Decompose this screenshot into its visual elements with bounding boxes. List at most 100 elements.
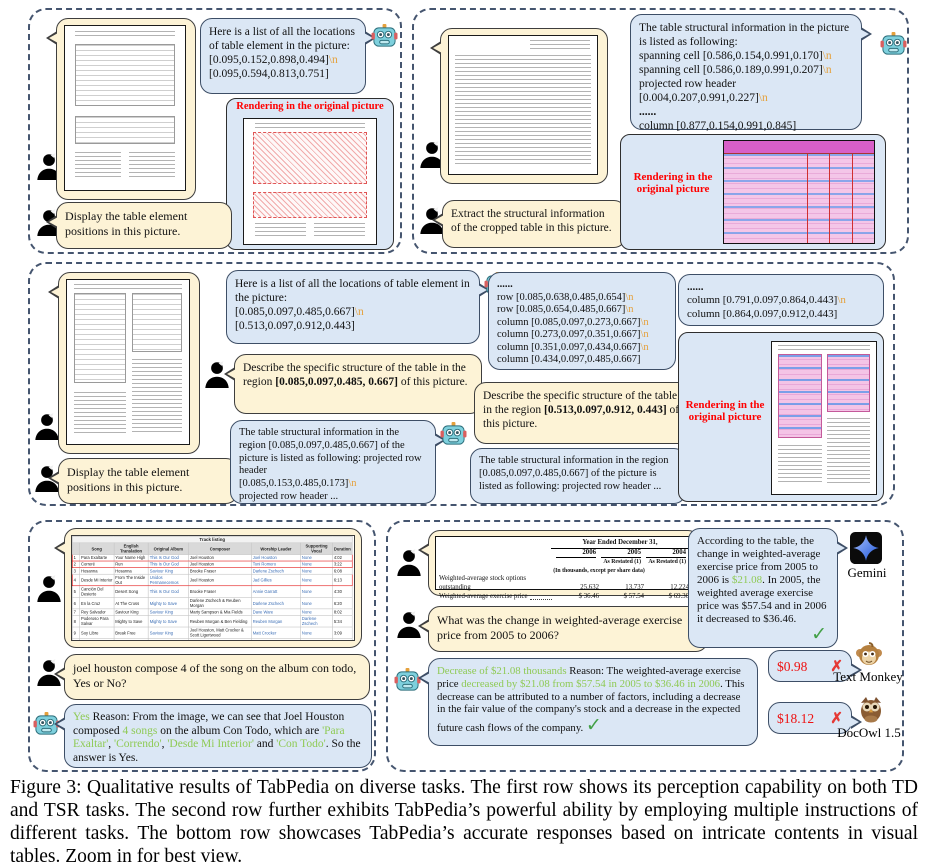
robot-locations-bubble: Here is a list of all the locations of t… — [226, 270, 490, 344]
text-monkey-answer-bubble: $0.98 ✗ — [768, 650, 862, 682]
structure-item: row [0.085,0.654,0.485,0.667]\n — [497, 304, 634, 315]
text-monkey-icon — [854, 640, 884, 675]
document-bubble — [48, 272, 200, 454]
bbox-value: [0.095,0.152,0.898,0.494] — [209, 54, 329, 67]
newline-token: \n — [640, 316, 649, 328]
bbox-value: [0.085,0.153,0.485,0.173] — [239, 478, 349, 490]
newline-token: \n — [640, 341, 649, 353]
structure-item: column [0.273,0.097,0.351,0.667]\n — [497, 329, 649, 340]
fin-value: 25,632 — [580, 583, 599, 591]
document-bubble — [46, 18, 196, 200]
structure-item: spanning cell [0.586,0.189,0.991,0.207] — [639, 64, 823, 77]
model-label: DocOwl 1.5 — [837, 725, 901, 740]
answer-segment: . This decrease can be attributed to a n… — [437, 677, 745, 735]
question-text: joel houston compose 4 of the song on th… — [73, 661, 357, 690]
newline-token: \n — [328, 54, 338, 67]
fin-year: 2004 — [646, 549, 686, 559]
user-icon — [35, 413, 59, 440]
user-icon-slot — [36, 152, 62, 187]
document-thumbnail — [66, 279, 190, 445]
ellipsis: ...... — [639, 106, 657, 119]
robot-locations-bubble: Here is a list of all the locations of t… — [200, 18, 376, 94]
structure-item: column [0.434,0.097,0.485,0.667] — [497, 354, 641, 365]
track-col-header: Original Album — [148, 542, 189, 555]
structure-item: row [0.085,0.638,0.485,0.654]\n — [497, 291, 634, 303]
wrong-answer-text: $0.98 — [777, 659, 808, 674]
user-icon — [397, 611, 421, 638]
fin-row-label: Weighted-average stock options outstandi… — [439, 575, 527, 591]
answer-segment: , — [161, 738, 168, 750]
user-icon-slot — [204, 360, 230, 395]
robot-structure-bubble: The table structural information in the … — [230, 420, 446, 504]
track-col-header: Composer — [188, 542, 252, 555]
robot-icon-slot — [371, 24, 398, 55]
answer-segment: 4 songs — [122, 724, 158, 737]
user-question-bubble: Describe the specific structure of the t… — [474, 382, 700, 444]
newline-token: \n — [348, 478, 357, 490]
wrong-cross-icon: ✗ — [830, 711, 843, 727]
answer-segment: According to the table, the change in we… — [697, 535, 821, 586]
response-text: Here is a list of all the locations of t… — [235, 278, 470, 305]
wrong-cross-icon: ✗ — [830, 659, 843, 675]
rendering-label: Rendering in the original picture — [633, 171, 713, 195]
figure-caption: Figure 3: Qualitative results of TabPedi… — [10, 777, 918, 867]
robot-icon — [394, 668, 421, 691]
user-icon — [37, 575, 61, 602]
rendering-panel: Rendering in the original picture — [620, 134, 886, 250]
financial-table-image: Year Ended December 31, 2006 2005 2004 A… — [435, 536, 693, 601]
track-table-title: Track listing — [72, 536, 353, 544]
newline-token: \n — [354, 306, 364, 319]
document-thumbnail — [64, 25, 186, 191]
user-prompt-text: Extract the structural information of th… — [451, 208, 612, 235]
user-icon-slot — [34, 412, 60, 447]
robot-structure-bubble: The table structural information in the … — [470, 448, 696, 504]
gemini-answer-bubble: According to the table, the change in we… — [688, 528, 848, 648]
rendering-panel: Rendering in the original picture — [678, 332, 884, 502]
robot-icon-slot — [394, 668, 421, 699]
panel-td-task: Here is a list of all the locations of t… — [28, 8, 402, 254]
docowl-answer-bubble: $18.12 ✗ — [768, 702, 862, 734]
robot-structure-bubble: The table structural information in the … — [630, 14, 872, 132]
fin-value: 12,224 — [670, 583, 689, 591]
ellipsis: ...... — [687, 281, 704, 293]
question-text: Describe the specific structure of the t… — [483, 390, 678, 417]
answer-segment: . In 2005, the weighted average exercise… — [697, 574, 827, 625]
robot-icon — [440, 422, 467, 445]
robot-icon — [33, 712, 60, 735]
answer-segment: 'Correndo' — [114, 738, 162, 750]
answer-segment: , — [108, 738, 115, 750]
correct-check-icon: ✓ — [585, 715, 602, 737]
correct-check-icon: ✓ — [811, 624, 827, 645]
answer-segment: decreased by $21.08 from $57.54 in 2005 … — [461, 677, 721, 690]
panel-tsr-task: Extract the structural information of th… — [412, 8, 909, 254]
track-col-header: Worship Leader — [251, 542, 301, 555]
fin-units-note: (In thousands, except per share data) — [553, 567, 645, 574]
question-text: of this picture. — [483, 404, 680, 431]
fin-period-header: Year Ended December 31, — [551, 539, 689, 549]
model-label: Text Monkey — [833, 669, 903, 684]
structure-item: projected row header [0.004,0.207,0.991,… — [639, 78, 759, 105]
question-text: What was the change in weighted-average … — [437, 613, 683, 642]
response-text: The table structural information in the … — [239, 427, 422, 477]
robot-icon-slot — [880, 32, 907, 63]
tabpedia-answer-bubble: Decrease of $21.08 thousands Reason: The… — [418, 658, 758, 746]
fin-value: 13,737 — [625, 583, 644, 591]
answer-segment: Reason: From the image, we can see that … — [73, 711, 345, 737]
user-prompt-text: Display the table element positions in t… — [65, 209, 188, 238]
track-col-header: English Translation — [113, 542, 149, 555]
fin-value: $ 36.46 — [578, 592, 599, 600]
answer-segment: Yes — [73, 711, 90, 723]
user-question-bubble: What was the change in weighted-average … — [418, 606, 708, 652]
user-icon — [420, 141, 444, 168]
fin-restated-note: As Restated (1) — [603, 559, 641, 566]
structure-item: column [0.864,0.097,0.912,0.443] — [687, 307, 838, 320]
question-text: Describe the specific structure of the t… — [243, 362, 466, 389]
